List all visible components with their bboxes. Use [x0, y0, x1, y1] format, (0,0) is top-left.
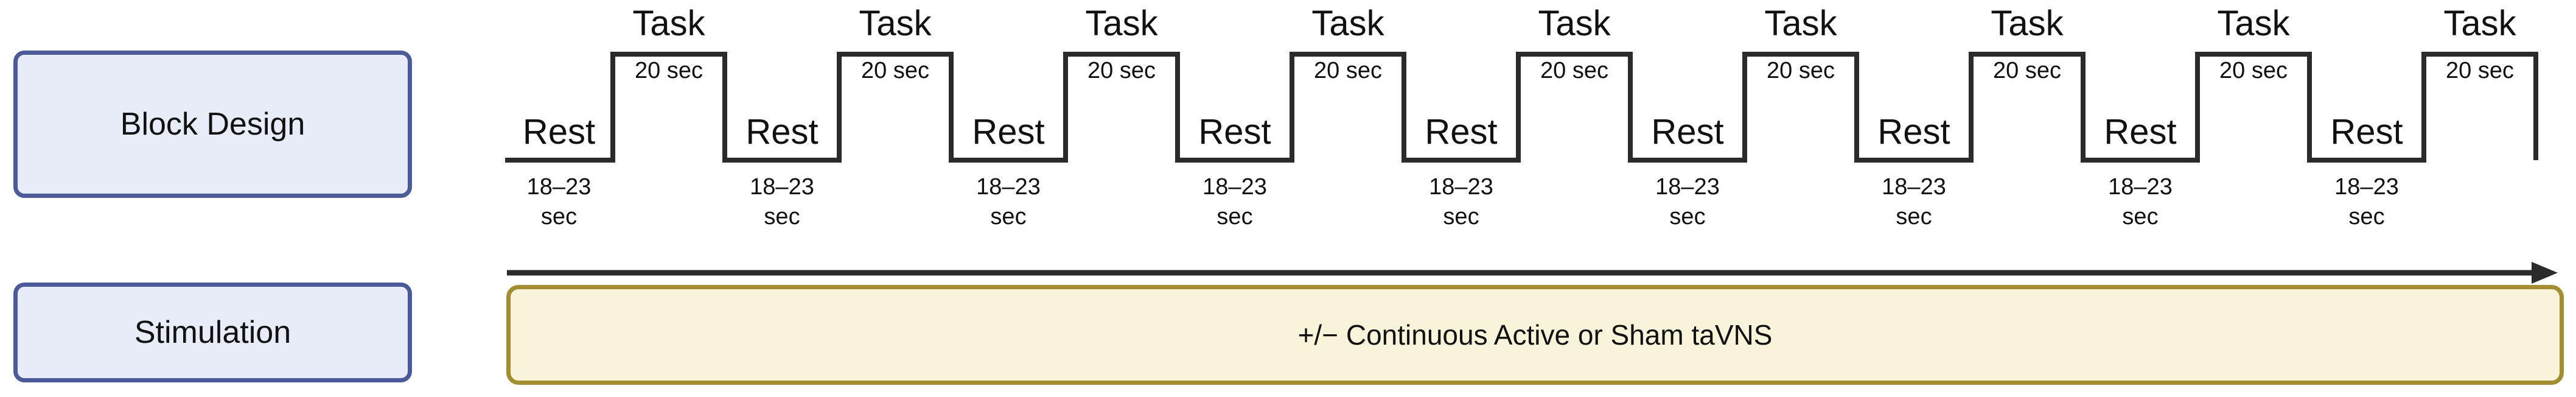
row-box-stimulation: Stimulation — [13, 283, 412, 382]
stimulation-bar: +/− Continuous Active or Sham taVNS — [506, 285, 2564, 385]
row-box-block-design: Block Design — [13, 51, 412, 198]
square-wave-path — [505, 52, 2538, 163]
timeline-arrowhead-icon — [2532, 262, 2558, 284]
stimulation-bar-label: +/− Continuous Active or Sham taVNS — [1297, 319, 1773, 351]
row-label-stimulation: Stimulation — [134, 315, 291, 350]
row-label-block-design: Block Design — [120, 107, 305, 142]
